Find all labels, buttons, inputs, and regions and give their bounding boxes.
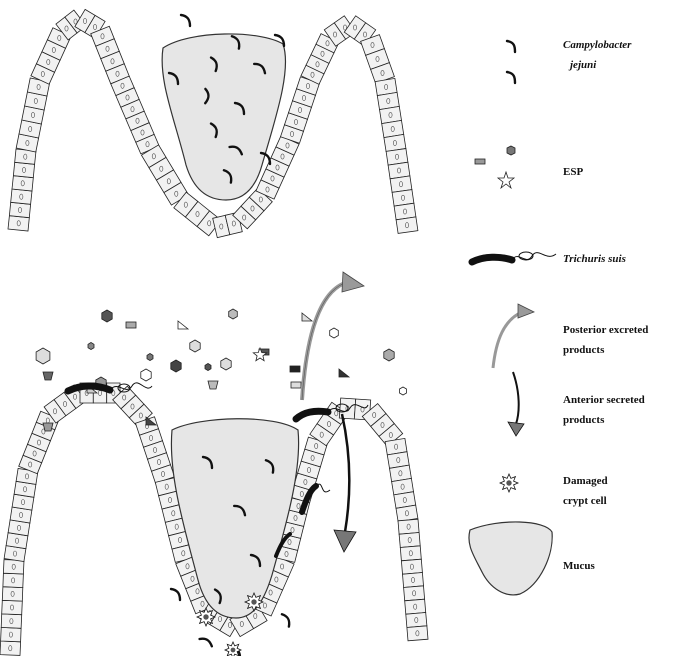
epithelial-cell [9, 202, 30, 217]
esp-particle [43, 372, 53, 380]
esp-particle [88, 343, 94, 350]
epithelial-cell [13, 162, 34, 177]
legend-mucus-label: Mucus [563, 560, 596, 572]
esp-particle [302, 313, 312, 321]
legend-campylobacter-label: Campylobacter [563, 39, 632, 51]
legend: Campylobacter jejuni ESP Trichuris suis … [469, 39, 648, 595]
legend-posterior-icon [493, 304, 534, 368]
legend-trichuris-icon [472, 252, 556, 262]
esp-particle [229, 309, 238, 319]
epithelial-cell [0, 641, 21, 655]
esp-particle [330, 328, 339, 338]
epithelial-cell [406, 613, 427, 628]
epithelial-cell [400, 546, 421, 561]
anterior-products-arrow [334, 414, 356, 552]
epithelial-cell [2, 600, 23, 614]
esp-particle [221, 358, 231, 370]
epithelial-cell [401, 559, 422, 574]
esp-particle [171, 360, 181, 372]
epithelial-cell [11, 189, 32, 204]
bottom-crypt-panel [0, 272, 428, 656]
esp-particle [126, 322, 136, 328]
esp-particle [400, 387, 407, 395]
campylobacter-bacterium [280, 614, 291, 626]
legend-anterior-label-2: products [563, 414, 605, 426]
epithelial-cell [8, 216, 29, 231]
legend-anterior-label: Anterior secreted [563, 394, 645, 406]
esp-particle [190, 340, 200, 352]
epithelial-cell [2, 587, 23, 601]
legend-campylobacter-label-2: jejuni [568, 59, 597, 71]
campylobacter-bacterium [181, 15, 190, 26]
epithelial-cell [3, 560, 24, 574]
epithelial-cell [403, 573, 424, 588]
legend-damaged-icon [500, 474, 518, 492]
legend-campylobacter-icon [507, 41, 515, 83]
legend-posterior-label: Posterior excreted [563, 324, 648, 336]
legend-anterior-icon [508, 372, 524, 436]
campylobacter-bacterium [171, 589, 180, 600]
epithelial-cell [407, 626, 428, 641]
esp-particle [147, 354, 153, 361]
esp-particle [205, 364, 211, 371]
epithelial-cell [398, 519, 419, 534]
legend-esp-label: ESP [563, 166, 583, 178]
legend-mucus-icon [469, 522, 552, 595]
campylobacter-bacterium [200, 636, 212, 649]
epithelial-cell [3, 573, 24, 587]
legend-trichuris-label: Trichuris suis [563, 253, 626, 265]
epithelial-cell [1, 627, 22, 641]
epithelial-cell [404, 586, 425, 601]
epithelial-cell [1, 614, 22, 628]
esp-particle [339, 369, 349, 377]
top-crypt-panel [8, 9, 418, 237]
esp-particle [208, 381, 218, 389]
esp-particle [36, 348, 50, 364]
epithelial-cell [396, 217, 418, 234]
esp-particle [141, 369, 151, 381]
legend-esp-icon [475, 146, 515, 188]
esp-particle [178, 321, 188, 329]
esp-particle [290, 366, 300, 372]
esp-particle [291, 382, 301, 388]
legend-posterior-label-2: products [563, 344, 605, 356]
esp-particle [102, 310, 112, 322]
epithelial-cell [399, 533, 420, 548]
epithelial-cell [12, 176, 33, 191]
legend-damaged-label: Damaged [563, 475, 608, 487]
esp-particle [384, 349, 394, 361]
legend-damaged-label-2: crypt cell [563, 495, 607, 507]
esp-particle [43, 423, 53, 431]
epithelial-cell [405, 599, 426, 614]
